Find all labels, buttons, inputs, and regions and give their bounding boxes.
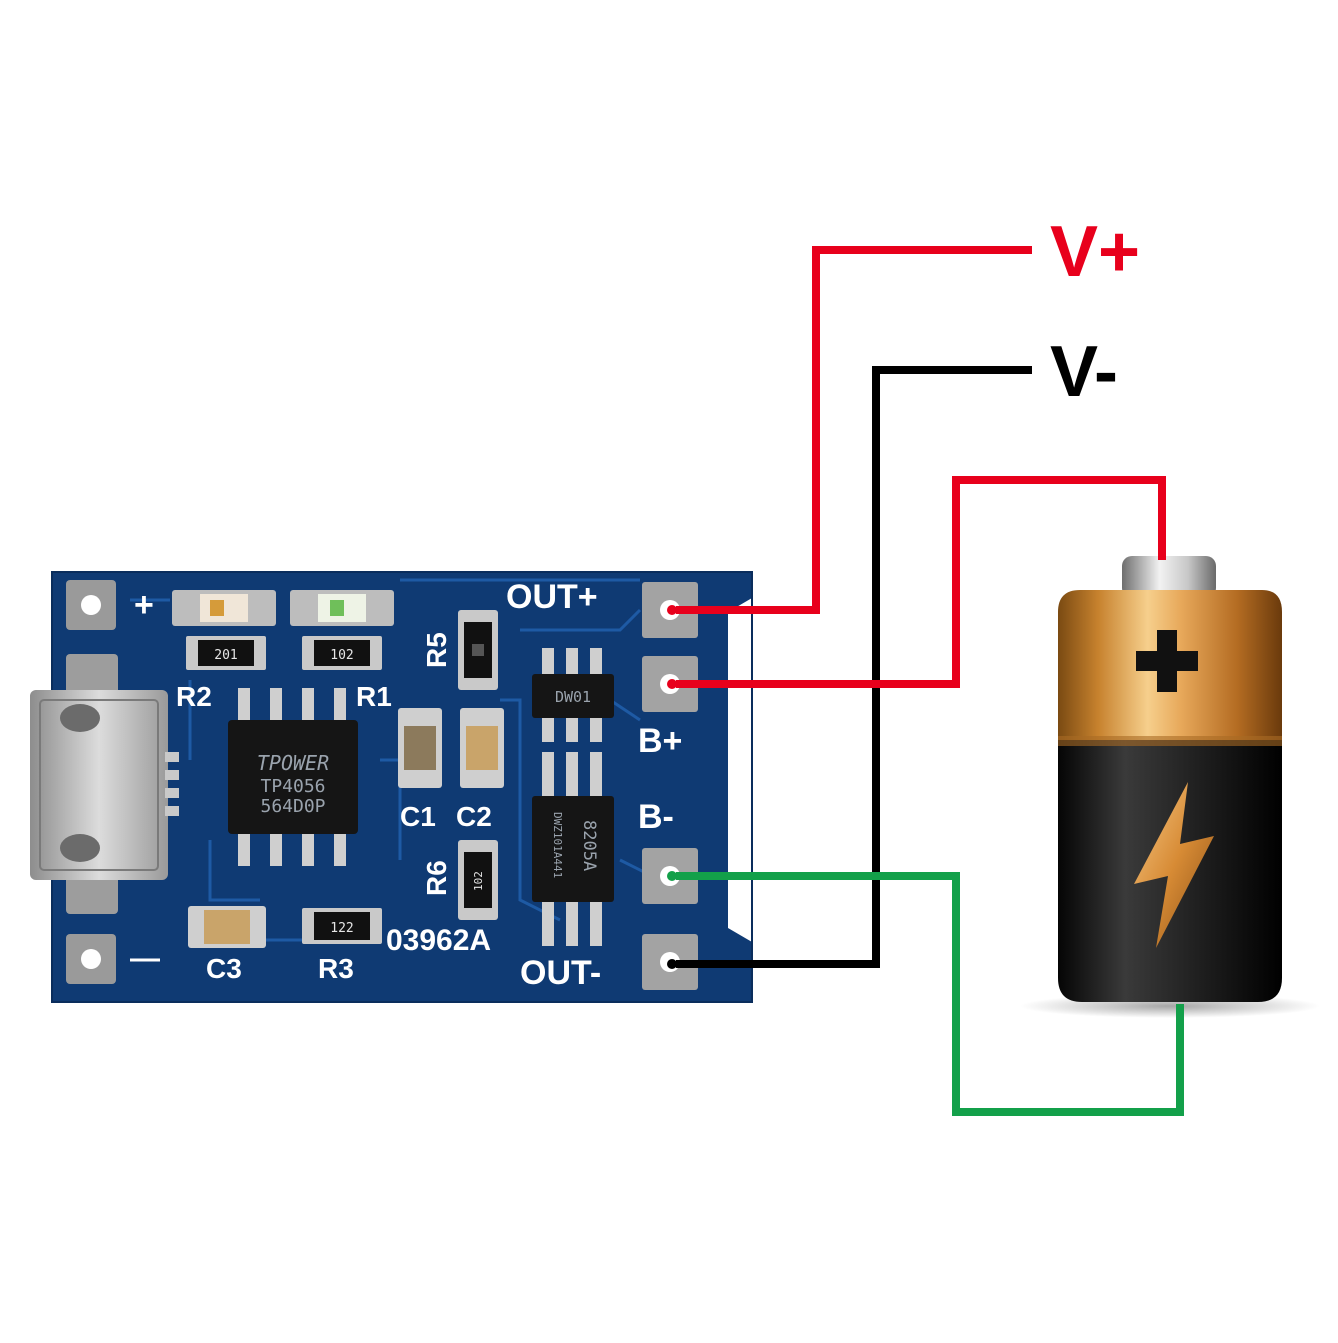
pad-in-plus xyxy=(66,580,116,630)
silk-r1: R1 xyxy=(356,681,392,712)
resistor-r1: 102 xyxy=(302,636,382,670)
charger-module-board: 201 102 TPOWER TP4056 564D0P xyxy=(30,571,753,1003)
v-minus-label: V- xyxy=(1050,332,1118,412)
resistor-r6: 102 xyxy=(458,840,498,920)
8205a-model: 8205A xyxy=(579,820,599,871)
silk-in-plus: + xyxy=(134,586,154,624)
resistor-r2-code: 201 xyxy=(214,648,237,663)
battery-icon xyxy=(1020,556,1320,1018)
led-green xyxy=(290,590,394,626)
tp4056-brand: TPOWER xyxy=(257,751,329,775)
pad-in-minus xyxy=(66,934,116,984)
wire-b-plus-red xyxy=(676,476,1166,688)
silk-out-minus: OUT- xyxy=(520,954,601,992)
wires xyxy=(676,246,1184,1116)
8205a-code: DWZ101A441 xyxy=(551,812,564,878)
tp4056-code: 564D0P xyxy=(260,796,325,817)
resistor-r5 xyxy=(458,610,498,690)
silk-c2: C2 xyxy=(456,801,492,832)
silk-board-code: 03962A xyxy=(386,924,491,957)
dw01-label: DW01 xyxy=(555,688,591,706)
plus-icon xyxy=(1136,630,1198,692)
resistor-r2: 201 xyxy=(186,636,266,670)
lightning-bolt-icon xyxy=(1134,782,1214,948)
silk-b-plus: B+ xyxy=(638,722,682,760)
resistor-r1-code: 102 xyxy=(330,648,353,663)
capacitor-c3 xyxy=(188,906,266,948)
wire-b-minus-green xyxy=(676,872,1184,1116)
v-plus-label: V+ xyxy=(1050,212,1140,292)
silk-b-minus: B- xyxy=(638,798,674,836)
8205a-chip: 8205A DWZ101A441 xyxy=(532,752,614,946)
wire-out-minus-black xyxy=(676,366,1032,968)
silk-r5: R5 xyxy=(421,632,452,668)
silk-c1: C1 xyxy=(400,801,436,832)
silk-in-minus: — xyxy=(130,942,160,975)
tp4056-chip: TPOWER TP4056 564D0P xyxy=(228,688,358,866)
micro-usb-connector xyxy=(30,654,179,914)
resistor-r3-code: 122 xyxy=(330,921,353,936)
resistor-r3: 122 xyxy=(302,908,382,944)
silk-r2: R2 xyxy=(176,681,212,712)
silk-r3: R3 xyxy=(318,953,354,984)
silk-r6: R6 xyxy=(421,860,452,896)
wire-out-plus-red xyxy=(676,246,1032,614)
capacitor-c2 xyxy=(460,708,504,788)
capacitor-c1 xyxy=(398,708,442,788)
silk-out-plus: OUT+ xyxy=(506,578,598,616)
tp4056-model: TP4056 xyxy=(260,776,325,797)
wire-terminations xyxy=(667,605,677,969)
dw01-chip: DW01 xyxy=(532,648,614,742)
silk-c3: C3 xyxy=(206,953,242,984)
resistor-r6-code: 102 xyxy=(472,871,485,891)
led-red xyxy=(172,590,276,626)
